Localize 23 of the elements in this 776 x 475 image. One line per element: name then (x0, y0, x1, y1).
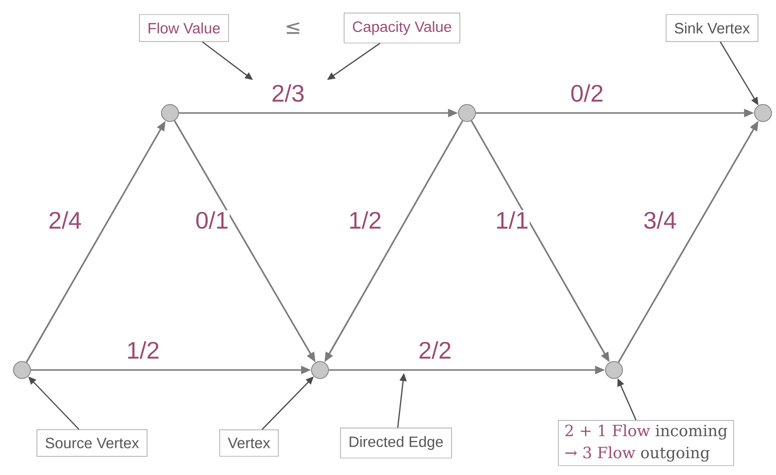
edge-label: 2/2 (417, 340, 453, 360)
edge-label: 2/3 (270, 83, 306, 103)
edge-label: 3/4 (642, 210, 678, 230)
label-box: Flow Value (139, 14, 229, 42)
relation-symbol: ≤ (286, 22, 300, 34)
vertex-circle (605, 361, 623, 379)
label-box: Sink Vertex (666, 14, 758, 42)
label-box: Capacity Value (344, 12, 460, 44)
label-box: Source Vertex (36, 429, 148, 457)
edge-label: 1/2 (125, 340, 161, 360)
vertex-circle (311, 361, 329, 379)
edge-label: 1/2 (347, 210, 383, 230)
label-box: Directed Edge (340, 428, 452, 458)
vertex-circle (161, 104, 179, 122)
note-box: 2 + 1 Flow incoming → 3 Flow outgoing (558, 420, 734, 466)
label-box: Vertex (219, 429, 279, 457)
edge-label: 0/2 (569, 83, 605, 103)
edge-label: 1/1 (494, 210, 530, 230)
vertex-circle (754, 104, 772, 122)
vertex-circle (13, 361, 31, 379)
vertex-circle (458, 104, 476, 122)
edge-label: 0/1 (194, 210, 230, 230)
edge-label: 2/4 (47, 210, 83, 230)
